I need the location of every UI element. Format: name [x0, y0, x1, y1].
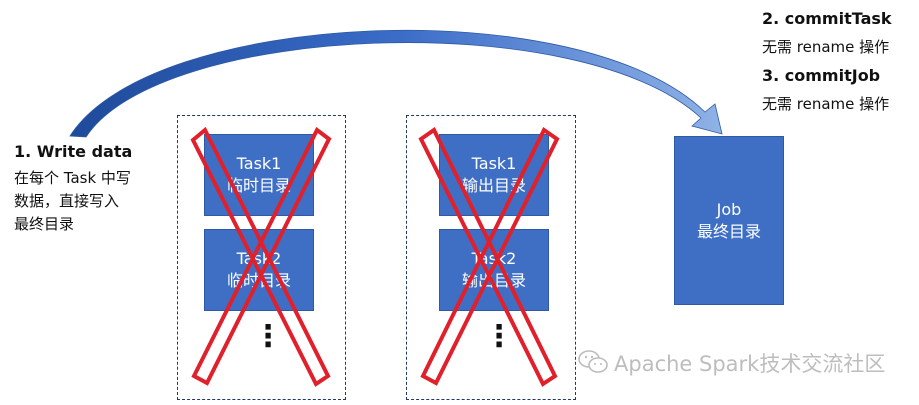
- temp-dir-group: [177, 115, 346, 400]
- job-title: Job: [716, 199, 742, 219]
- wechat-icon: [578, 350, 608, 373]
- job-final-dir-box: Job 最终目录: [674, 136, 784, 305]
- task1-temp-subtitle: 临时目录: [226, 176, 291, 195]
- step1-label: 1. Write data: [14, 142, 133, 161]
- step3-desc: 无需 rename 操作: [762, 95, 890, 113]
- step1-line-3: 最终目录: [14, 215, 75, 233]
- task1-output-subtitle: 输出目录: [461, 176, 526, 195]
- job-subtitle: 最终目录: [696, 221, 761, 241]
- step1-line-2: 数据，直接写入: [14, 192, 120, 210]
- task1-temp-title: Task1: [236, 154, 282, 173]
- step3-label: 3. commitJob: [762, 66, 881, 85]
- watermark-text: Apache Spark技术交流社区: [614, 352, 886, 376]
- task1-output-title: Task1: [471, 154, 517, 173]
- curved-arrow: [69, 29, 723, 138]
- output-group-cross: [418, 127, 560, 387]
- step2-desc: 无需 rename 操作: [762, 38, 890, 56]
- output-dir-group: [406, 115, 576, 400]
- step1-line-1: 在每个 Task 中写: [14, 169, 131, 187]
- step2-label: 2. commitTask: [762, 9, 892, 28]
- temp-group-cross: [190, 126, 332, 387]
